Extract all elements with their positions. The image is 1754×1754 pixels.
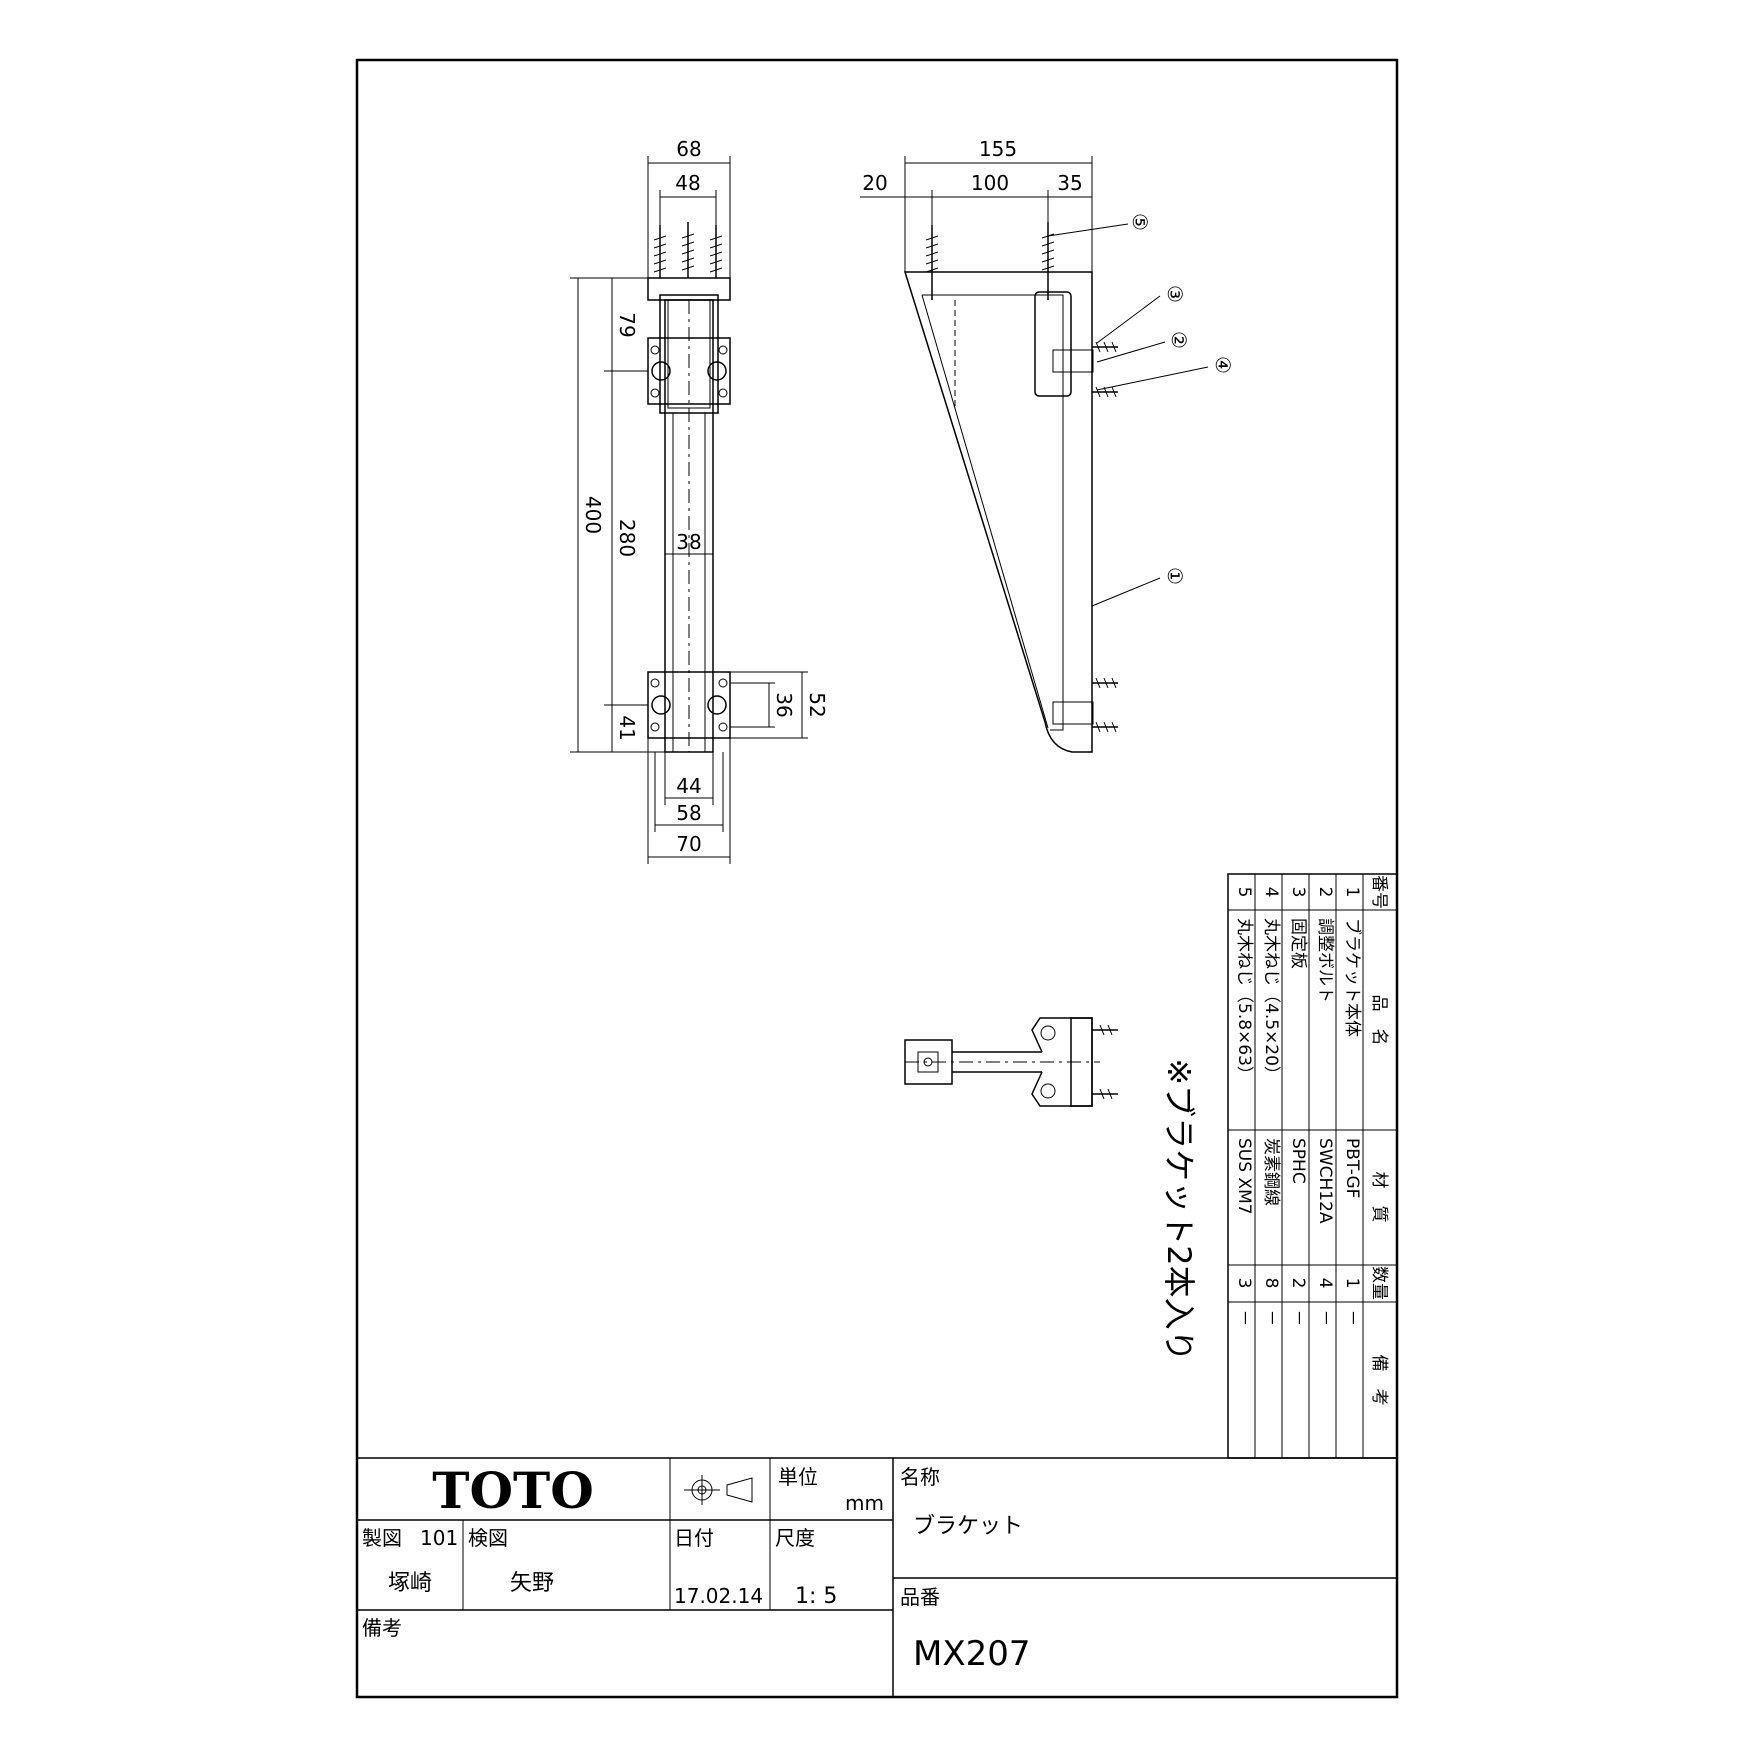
parts-table: 番号 品 名 材 質 数量 備 考 1 ブラケット本体 PBT-GF 1 － 2… [1227,873,1398,1459]
side-dimension-lines [860,156,1093,272]
dim-span: 280 [615,519,639,557]
row-3-material: SPHC [1288,1138,1308,1184]
row-3-remarks: － [1288,1310,1308,1327]
row-1-qty: 1 [1342,1278,1362,1289]
header-qty: 数量 [1369,1266,1389,1300]
callout-3: ③ [1163,285,1187,303]
callout-1: ① [1163,567,1187,585]
drawn-label: 製図 [362,1526,402,1550]
dim-depth: 155 [979,137,1017,161]
row-2-remarks: － [1315,1310,1335,1327]
scale-value: 1: 5 [795,1584,837,1609]
row-4-remarks: － [1261,1310,1281,1327]
checked-by: 矢野 [510,1571,554,1596]
side-body-outline [903,271,1093,753]
callout-5: ⑤ [1128,213,1152,231]
front-view: 68 48 400 79 280 41 38 36 52 44 58 70 [570,137,829,864]
dim-front: 20 [862,171,887,195]
dim-column-width: 38 [676,530,701,554]
dim-bottom-mid: 58 [676,801,701,825]
row-2-name: 調整ボルト [1315,918,1335,1003]
dim-upper-offset: 79 [615,312,639,337]
dim-top-outer: 68 [676,137,701,161]
row-5-material: SUS XM7 [1234,1138,1254,1215]
header-name: 品 名 [1369,995,1389,1046]
dim-top-inner: 48 [675,171,700,195]
title-block: TOTO 単位 mm 名称 ブラケット 製図 101 塚崎 検図 矢野 日付 1… [357,1457,1397,1697]
header-remarks: 備 考 [1369,1355,1389,1406]
dim-bottom-inner: 44 [676,774,701,798]
row-1-no: 1 [1342,887,1362,898]
row-3-no: 3 [1288,887,1308,898]
row-2-no: 2 [1315,887,1335,898]
row-4-material: 炭素鋼線 [1261,1138,1281,1206]
dim-bottom-hole: 36 [772,692,796,717]
row-5-remarks: － [1234,1310,1254,1327]
dim-bottom-flange: 52 [805,692,829,717]
part-no-value: MX207 [913,1634,1031,1674]
row-3-qty: 2 [1288,1278,1308,1289]
date-label: 日付 [674,1526,714,1550]
callout-4: ④ [1211,356,1235,374]
row-4-name: 丸木ねじ（4.5×20） [1261,918,1281,1083]
callout-leaders [1047,223,1209,607]
row-2-qty: 4 [1315,1278,1335,1289]
row-4-no: 4 [1261,887,1281,898]
name-label: 名称 [900,1465,940,1489]
toto-logo: TOTO [432,1461,594,1520]
callout-2: ② [1167,331,1191,349]
dim-bottom-outer: 70 [676,832,701,856]
dim-total-height: 400 [581,496,605,534]
row-1-remarks: － [1342,1310,1362,1327]
row-1-name: ブラケット本体 [1342,918,1363,1037]
row-2-material: SWCH12A [1315,1138,1335,1224]
drawn-by: 塚崎 [388,1571,432,1596]
unit-value: mm [845,1491,884,1515]
part-no-label: 品番 [900,1585,940,1609]
side-view: 155 20 100 35 ⑤ ③ ② ④ ① [860,137,1235,753]
row-5-qty: 3 [1234,1278,1254,1289]
dim-rear: 35 [1057,171,1082,195]
header-no: 番号 [1369,875,1389,909]
side-fixing-plate [1034,291,1072,397]
front-dimension-lines [570,156,808,864]
top-view [904,1017,1118,1107]
third-angle-projection-icon [684,1475,753,1505]
row-4-qty: 8 [1261,1278,1281,1289]
dim-between: 100 [971,171,1009,195]
remarks-label: 備考 [362,1616,402,1640]
row-5-name: 丸木ねじ（5.8×63） [1234,918,1254,1083]
scale-label: 尺度 [775,1526,815,1550]
sheet-border [355,58,1399,1699]
dim-lower-offset: 41 [615,715,639,740]
bracket-qty-note: ※ブラケット2本入り [1160,1058,1198,1361]
header-material: 材 質 [1369,1172,1389,1223]
drawn-no: 101 [420,1526,458,1550]
row-5-no: 5 [1234,887,1254,898]
front-wood-screws [653,222,723,278]
row-3-name: 固定板 [1288,918,1308,969]
checked-label: 検図 [468,1526,508,1550]
name-value: ブラケット [913,1514,1023,1539]
row-1-material: PBT-GF [1342,1138,1362,1198]
unit-label: 単位 [778,1465,818,1489]
side-wood-screws [925,222,1118,733]
date-value: 17.02.14 [674,1584,763,1608]
